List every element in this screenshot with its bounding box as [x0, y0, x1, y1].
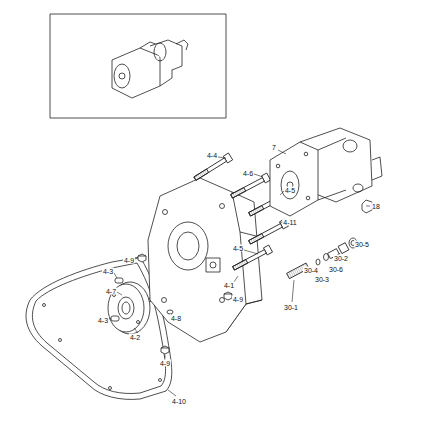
plug	[138, 254, 232, 354]
callout-number: 4-3	[97, 317, 109, 324]
callout-number: 4-9	[232, 296, 244, 303]
callout-number: 4-9	[123, 257, 135, 264]
callout-number: 30-2	[333, 255, 349, 262]
callout-number: 4-10	[171, 398, 187, 405]
callout-number: 4-5	[232, 245, 244, 252]
callout-number: 30-1	[283, 304, 299, 311]
callout-number: 4-4	[206, 152, 218, 159]
callout-number: 4-1	[223, 282, 235, 289]
callout-number: 30-4	[303, 267, 319, 274]
callout-number: 4-2	[129, 334, 141, 341]
callout-number: 18	[371, 203, 381, 210]
dowel-pin	[111, 278, 123, 321]
inset-view	[50, 14, 226, 118]
callout-number: 4-7	[105, 288, 117, 295]
gear-pump	[270, 128, 382, 216]
callout-number: 30-6	[328, 266, 344, 273]
callout-number: 4-6	[242, 170, 254, 177]
callout-number: 7	[271, 144, 277, 151]
callout-number: 4-8	[170, 315, 182, 322]
callout-number: 4-5	[284, 187, 296, 194]
callout-number: 30-5	[354, 241, 370, 248]
relief-valve	[287, 238, 357, 279]
leader-line	[109, 150, 370, 396]
callout-number: 30-3	[314, 276, 330, 283]
callout-number: 4-11	[282, 219, 298, 226]
callout-number: 4-3	[102, 268, 114, 275]
callout-number: 4-9	[159, 360, 171, 367]
